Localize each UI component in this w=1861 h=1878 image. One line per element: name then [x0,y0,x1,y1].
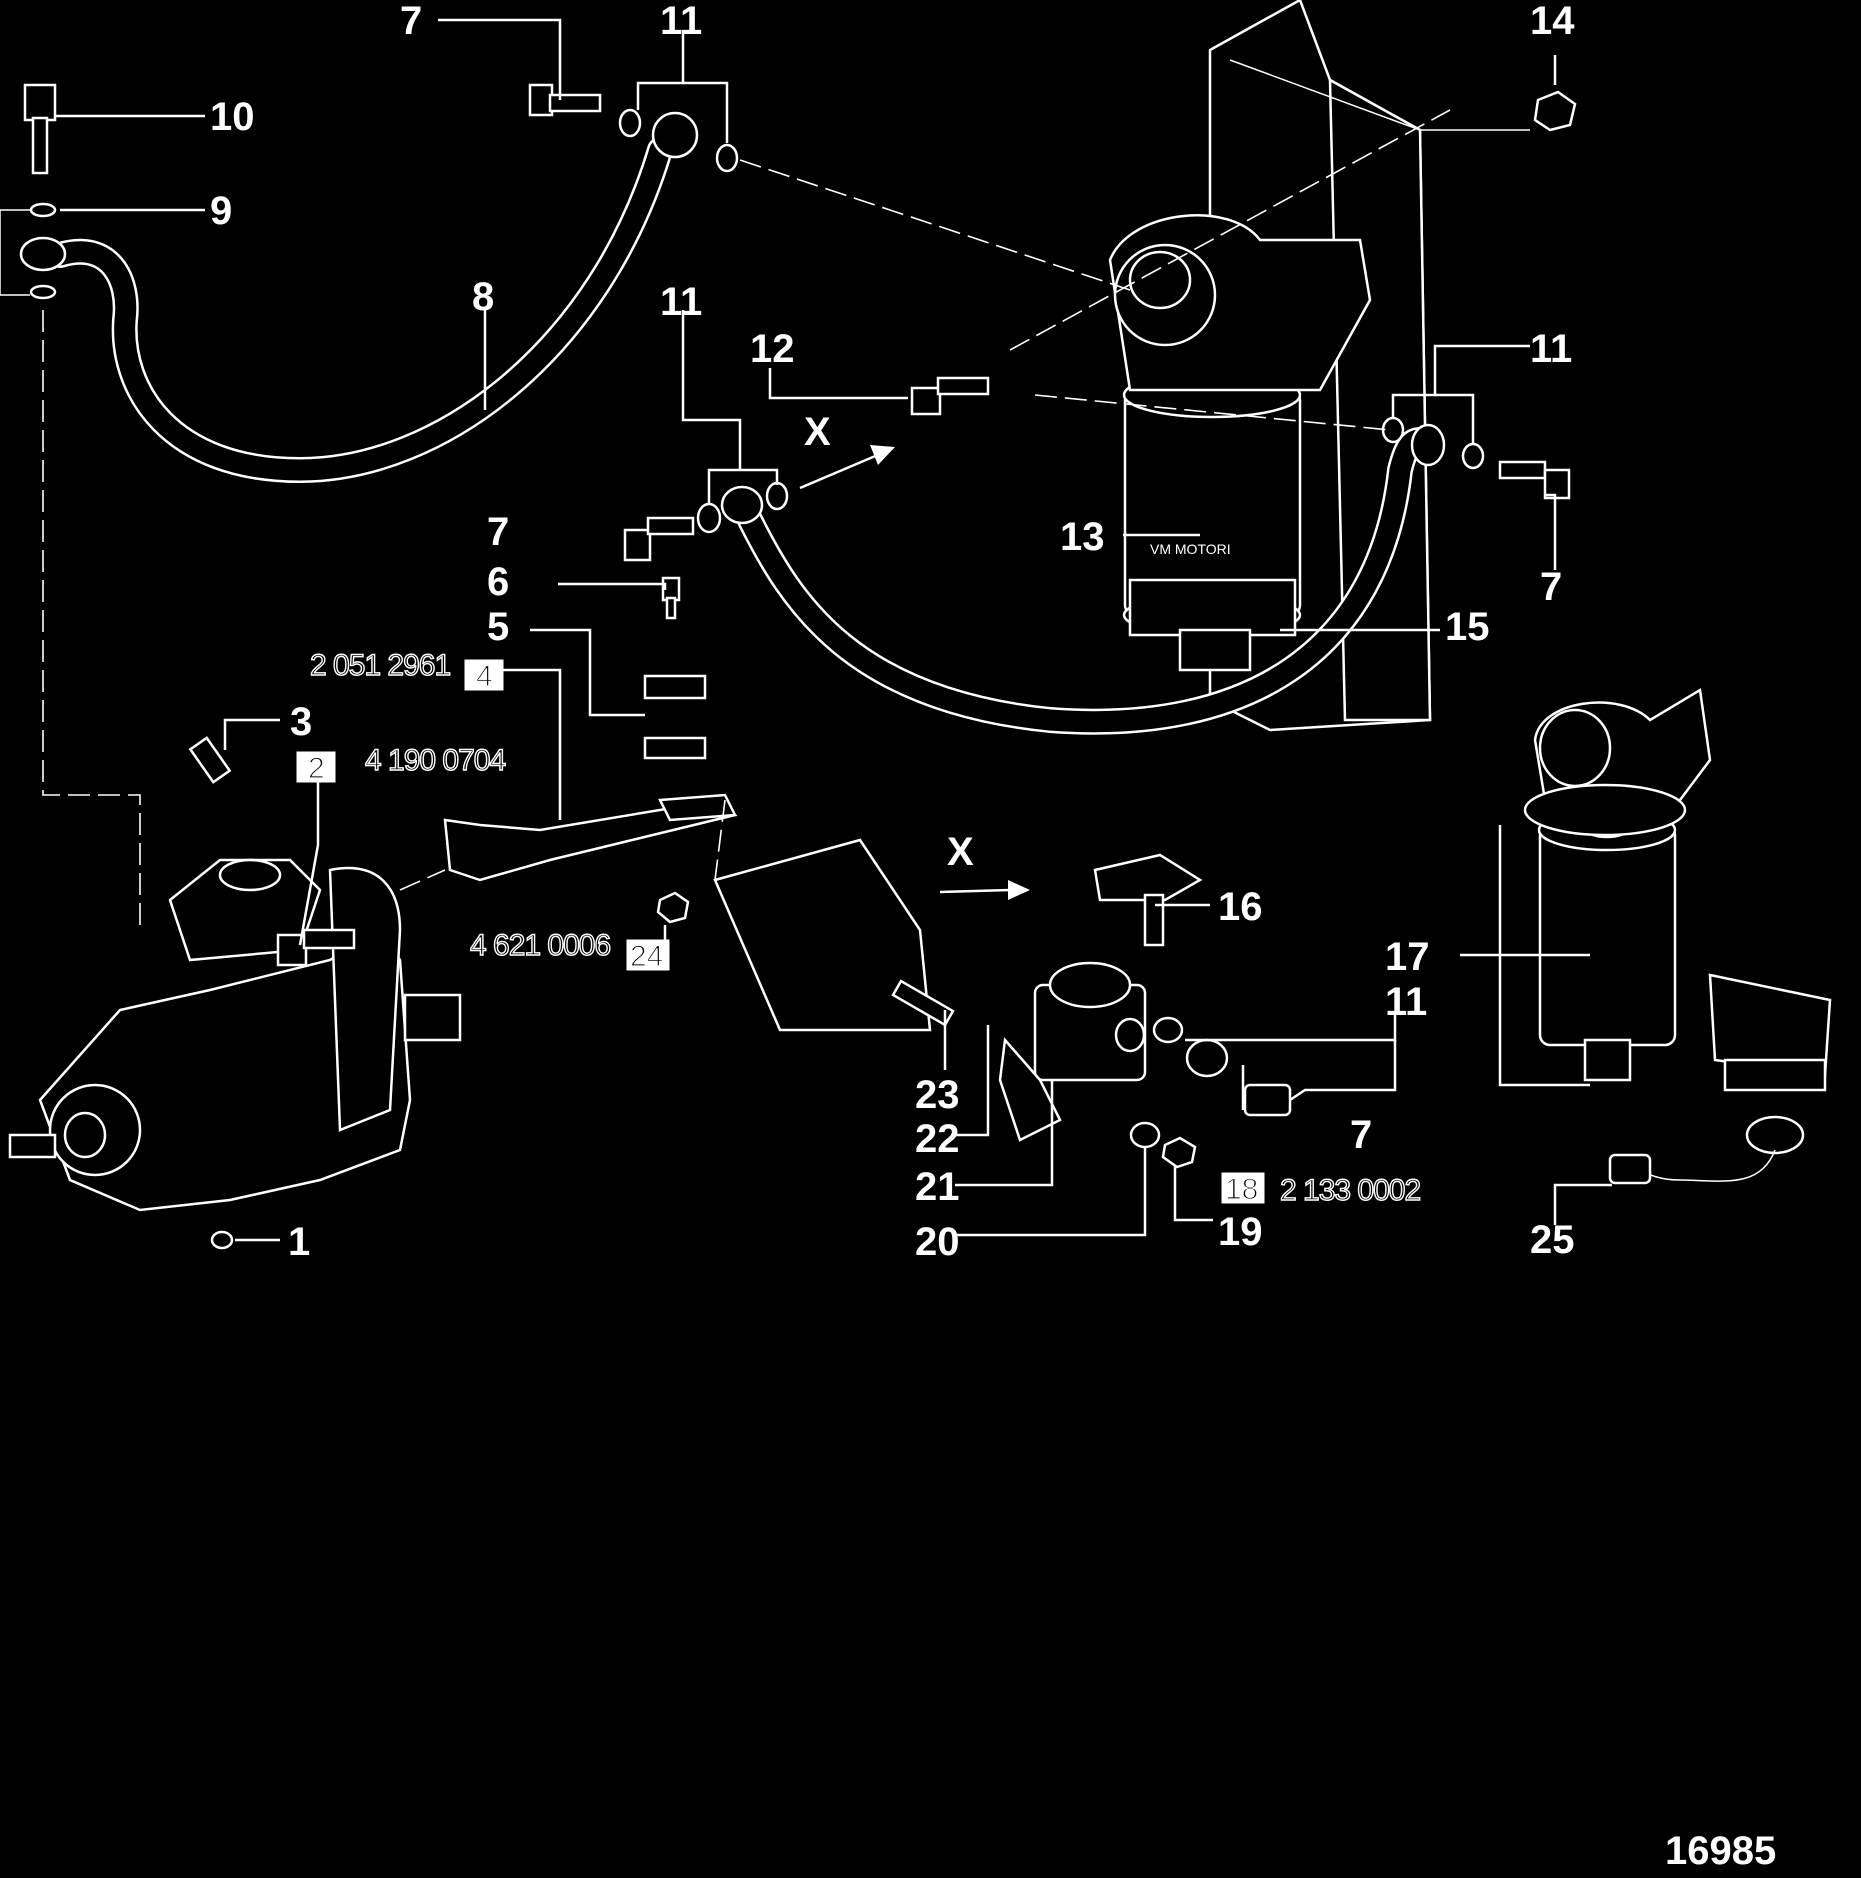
callout-9: 9 [210,189,232,233]
callout-4: 4 [476,660,493,693]
pump-bracket-4 [443,793,738,882]
callout-18: 18 [1225,1173,1258,1206]
callout-20: 20 [915,1220,960,1264]
callout-15: 15 [1445,605,1490,649]
x-marker-upper: X [804,410,831,454]
fuel-hose-15 [720,423,1446,735]
part-numbers: 2 051 2961 4 190 0704 4 621 0006 2 133 0… [309,648,1422,1207]
boxed-callouts: 4 2 24 18 [296,659,1265,1207]
callout-21: 21 [915,1165,960,1209]
callout-6: 6 [487,560,509,604]
callout-17: 17 [1385,935,1430,979]
x-marker-lower: X [947,830,974,874]
assembly-dashed-lines [42,109,1451,925]
callout-11-right: 11 [1530,327,1572,371]
callout-13: 13 [1060,515,1105,559]
figure-number: 16985 [1665,1829,1776,1873]
callout-16: 16 [1218,885,1263,929]
callout-22: 22 [915,1117,960,1161]
callout-11-top: 11 [660,0,702,43]
callout-23: 23 [915,1073,960,1117]
callout-14: 14 [1530,0,1575,43]
callout-7-mid: 7 [487,510,509,554]
part-number-46210006: 4 621 0006 [470,929,610,962]
injection-pump [8,858,462,1212]
fuel-hose-8 [19,111,699,484]
callout-11-low: 11 [1385,980,1427,1024]
x-markers: X X [804,410,974,874]
callout-8: 8 [472,275,494,319]
callout-5: 5 [487,605,509,649]
callout-19: 19 [1218,1210,1263,1254]
part-number-21330002: 2 133 0002 [1280,1174,1420,1207]
callout-1: 1 [288,1220,310,1264]
part-number-20512961: 2 051 2961 [310,649,450,682]
callout-7-right: 7 [1540,565,1562,609]
leader-lines [0,18,1612,1242]
hardware-parts [23,83,1577,1250]
filter-water-sensor-25 [1608,973,1832,1185]
filter-brand-label: VM MOTORI [1150,541,1231,557]
lift-pump [713,838,1147,1142]
callout-11-mid: 11 [660,280,702,324]
part-number-41900704: 4 190 0704 [365,744,505,777]
callout-10: 10 [210,95,255,139]
callout-3: 3 [290,700,312,744]
fuel-filter-assembly-13: VM MOTORI [1108,214,1372,672]
diaphragm-16 [1093,853,1203,947]
callout-7-low: 7 [1350,1113,1372,1157]
callout-2: 2 [308,752,325,785]
flow-arrows [799,445,1030,900]
callout-12: 12 [750,327,795,371]
callout-24: 24 [630,940,663,973]
fuel-filter-17 [1523,687,1712,1082]
callouts: 7 11 14 10 9 8 11 12 11 7 13 7 6 5 15 3 … [210,0,1575,1264]
callout-25: 25 [1530,1218,1575,1262]
callout-7-top: 7 [400,0,422,43]
